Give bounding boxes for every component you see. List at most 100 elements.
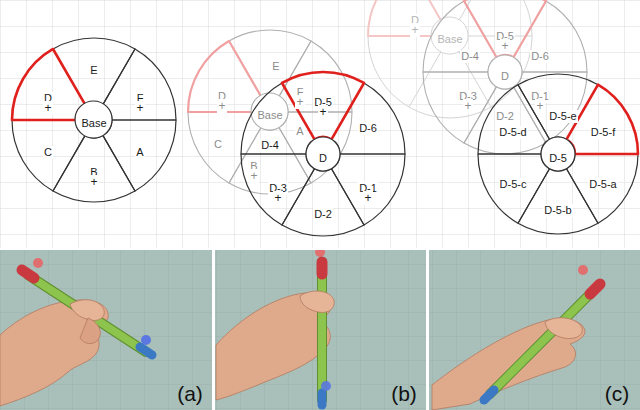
item-label: E [271, 60, 280, 73]
highlight-wedge-shape [567, 85, 639, 154]
plus-mark: + [295, 95, 304, 109]
panel-label: (a) [176, 382, 204, 405]
photo-c [429, 250, 640, 410]
text-holder: + [43, 98, 52, 116]
plus-mark: + [273, 191, 282, 205]
wedge-shape [567, 154, 639, 223]
panel-label: (b) [390, 382, 418, 405]
text-holder: + [500, 36, 509, 54]
wedge-shape [282, 169, 364, 236]
wedge-shape [12, 120, 85, 191]
wedge-shape [241, 154, 315, 225]
text-holder: Base [256, 105, 283, 123]
plus-mark: + [217, 99, 226, 113]
hub-shape [251, 93, 288, 130]
text-holder: D-6 [358, 118, 378, 136]
text-holder: + [463, 96, 472, 114]
text-holder: D-4 [260, 135, 280, 153]
text-holder: + [535, 96, 544, 114]
text-holder: D-5-e [548, 106, 578, 124]
wedge-shape [279, 41, 352, 112]
text-holder: + [410, 20, 419, 38]
hub-circle: D [306, 137, 340, 171]
item-label: D-5-f [590, 126, 616, 139]
text-holder: A [135, 142, 144, 160]
hub-shape [488, 55, 522, 89]
photo-b [215, 250, 426, 410]
item-label: D-2 [313, 208, 333, 221]
text-holder: + [363, 188, 372, 206]
item-label: Base [80, 117, 107, 130]
item-label: D-5-b [543, 204, 573, 217]
item-label: E [89, 64, 98, 77]
text-holder: D-2 [495, 106, 515, 124]
highlight-wedge-shape [12, 49, 85, 120]
wedge-shape [478, 85, 550, 154]
item-label: Base [436, 33, 463, 46]
text-holder: D-5-c [499, 174, 528, 192]
hub-shape [541, 137, 575, 171]
text-holder: Base [80, 113, 107, 131]
plus-mark: + [89, 175, 98, 189]
item-label: D-5 [548, 152, 568, 165]
item-label: D-5-c [499, 178, 528, 191]
highlight-wedge-shape [282, 72, 364, 139]
text-holder: D [318, 148, 328, 166]
text-holder: D-5-a [588, 174, 618, 192]
item-label: C [43, 146, 53, 159]
wedge-shape [103, 49, 176, 120]
hub-circle: Base [75, 101, 112, 138]
text-holder: D-5-d [498, 122, 528, 140]
text-holder: + [217, 96, 226, 114]
item-label: D [500, 70, 510, 83]
item-label: D-6 [530, 50, 550, 63]
wedge-shape [423, 72, 497, 143]
text-holder: + [295, 92, 304, 110]
text-holder: E [271, 56, 280, 74]
text-holder: D-5-f [590, 122, 616, 140]
plus-mark: + [463, 99, 472, 113]
text-holder: C [213, 134, 223, 152]
text-holder: (c) [604, 382, 631, 405]
text-holder: (a) [176, 382, 204, 405]
plus-mark: + [363, 191, 372, 205]
text-holder: Base [436, 29, 463, 47]
item-label: C [213, 138, 223, 151]
plus-mark: + [43, 101, 52, 115]
highlight-wedge-shape [464, 0, 546, 57]
plus-mark: + [535, 99, 544, 113]
plus-mark: + [135, 101, 144, 115]
wedge-shape [332, 154, 406, 225]
hub-circle: D-5 [541, 137, 575, 171]
text-holder: + [135, 98, 144, 116]
item-label: A [295, 125, 304, 138]
text-holder: + [249, 166, 258, 184]
text-holder: D-6 [530, 46, 550, 64]
item-label: D-5-d [498, 126, 528, 139]
grid-paper [0, 0, 640, 248]
item-label: D-5-e [548, 110, 578, 123]
item-label: D-5-a [588, 178, 618, 191]
text-holder: + [89, 172, 98, 190]
plus-mark: + [318, 105, 327, 119]
text-holder: + [273, 188, 282, 206]
item-label: D-2 [495, 110, 515, 123]
hub-shape [75, 101, 112, 138]
text-holder: C [43, 142, 53, 160]
panel-label: (c) [604, 382, 631, 405]
hub-circle: D [488, 55, 522, 89]
text-holder: A [295, 121, 304, 139]
wedge-shape [188, 112, 261, 183]
hub-shape [306, 137, 340, 171]
item-label: A [135, 146, 144, 159]
item-label: D [318, 152, 328, 165]
wedge-shape [478, 154, 550, 223]
text-holder: + [318, 102, 327, 120]
text-holder: D-4 [460, 46, 480, 64]
photo-a [0, 250, 212, 410]
text-holder: D [500, 66, 510, 84]
plus-mark: + [249, 169, 258, 183]
highlight-wedge-shape [368, 0, 441, 36]
text-holder: D-5-b [543, 200, 573, 218]
